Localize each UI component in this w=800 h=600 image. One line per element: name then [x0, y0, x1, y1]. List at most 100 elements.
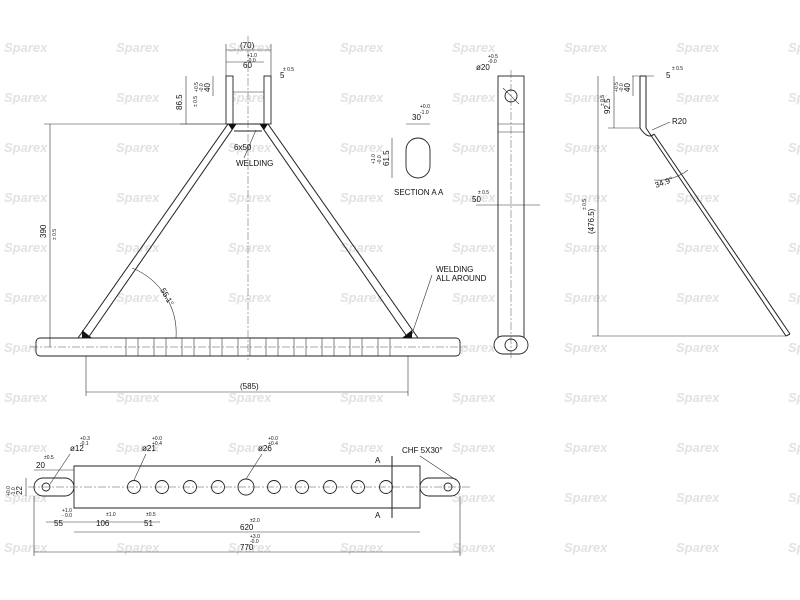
- dim-55-tol-up: +1.0: [62, 508, 72, 514]
- dim-20-tol: ±0.5: [44, 455, 54, 461]
- watermark-text: Sparex: [116, 290, 160, 305]
- profile-angle-arc: [653, 169, 689, 181]
- dia-12-label: ø12: [70, 444, 84, 453]
- watermark-text: Sparex: [564, 190, 608, 205]
- dim-5-label: 5: [280, 71, 285, 80]
- watermark-text: Sparex: [4, 140, 48, 155]
- watermark-text: Sparex: [228, 190, 272, 205]
- chamfer-leader: [419, 455, 457, 481]
- watermark-text: Sparex: [676, 240, 720, 255]
- watermark-text: Sparex: [452, 340, 496, 355]
- watermark-text: Sparex: [116, 90, 160, 105]
- welding-label: WELDING: [236, 159, 273, 168]
- profile-leg-a: [645, 127, 787, 337]
- watermark-text: Sparex: [788, 340, 800, 355]
- dia-21-tol-up: +0.0: [152, 436, 162, 442]
- welding-all-around-1: WELDING: [436, 265, 473, 274]
- watermark-text: Sparex: [564, 240, 608, 255]
- watermark-text: Sparex: [340, 390, 384, 405]
- watermark-text: Sparex: [676, 290, 720, 305]
- section-a-a: 30 +0.0 -1.0 61.5 +1.0 -0.0 SECTION A A: [371, 104, 444, 197]
- watermark-text: Sparex: [788, 390, 800, 405]
- dim-22-label: 22: [15, 486, 24, 495]
- watermark-text: Sparex: [116, 440, 160, 455]
- watermark-text: Sparex: [228, 140, 272, 155]
- dim-50-tol: ± 0.5: [478, 190, 489, 196]
- dim-55-label: 55: [54, 519, 63, 528]
- dia-26-leader: [245, 453, 263, 480]
- bottom-view: ø12 +0.3 -0.1 ø21 +0.0 +0.4 ø26 +0.0 +0.…: [6, 436, 470, 556]
- watermark-text: Sparex: [452, 240, 496, 255]
- watermark-text: Sparex: [4, 240, 48, 255]
- dim-620-tol: ±2.0: [250, 518, 260, 524]
- watermark-text: Sparex: [4, 40, 48, 55]
- watermark-text: Sparex: [564, 540, 608, 555]
- watermark-text: Sparex: [452, 90, 496, 105]
- watermark-text: Sparex: [788, 290, 800, 305]
- watermark-text: Sparex: [4, 190, 48, 205]
- watermark-text: Sparex: [676, 90, 720, 105]
- watermark-text: Sparex: [452, 540, 496, 555]
- profile-dim-40-tol-up: +0.5: [614, 82, 620, 92]
- watermark-text: Sparex: [788, 140, 800, 155]
- profile-radius: R20: [672, 117, 687, 126]
- watermark-text: Sparex: [452, 290, 496, 305]
- watermark-text: Sparex: [4, 290, 48, 305]
- dia-26-tol-dn: +0.4: [268, 441, 278, 447]
- watermark-text: Sparex: [564, 140, 608, 155]
- dia-26-tol-up: +0.0: [268, 436, 278, 442]
- watermark-text: Sparex: [340, 40, 384, 55]
- dim-770-tol-up: +3.0: [250, 534, 260, 540]
- watermark-text: Sparex: [676, 140, 720, 155]
- watermark-text: Sparex: [340, 140, 384, 155]
- dim-60-tol-dn: -0.0: [247, 58, 256, 64]
- dim-60-tol-up: +1.0: [247, 53, 257, 59]
- dia-26-label: ø26: [258, 444, 272, 453]
- watermark-text: Sparex: [4, 390, 48, 405]
- dia-20-label: ø20: [476, 63, 490, 72]
- watermark-text: Sparex: [228, 240, 272, 255]
- watermark-text: Sparex: [452, 440, 496, 455]
- dia-12-tol-dn: -0.1: [80, 441, 89, 447]
- dia-20-tol-up: +0.5: [488, 54, 498, 60]
- profile-dim-5: 5: [666, 71, 671, 80]
- watermark-text: Sparex: [4, 440, 48, 455]
- watermark-text: Sparex: [116, 140, 160, 155]
- dia-21-tol-dn: +0.4: [152, 441, 162, 447]
- dim-620-label: 620: [240, 523, 254, 532]
- watermark-text: Sparex: [452, 40, 496, 55]
- watermark-text: Sparex: [116, 390, 160, 405]
- watermark-text: Sparex: [340, 540, 384, 555]
- watermark-text: Sparex: [340, 290, 384, 305]
- dim-51-tol: ±0.5: [146, 512, 156, 518]
- profile-dim-40: 40: [623, 83, 632, 92]
- watermark-text: Sparex: [788, 190, 800, 205]
- weld-top-left: [228, 124, 236, 130]
- watermark-text: Sparex: [564, 490, 608, 505]
- dim-40-tol-up: +0.5: [194, 82, 200, 92]
- watermark-text: Sparex: [788, 540, 800, 555]
- watermark-text: Sparex: [116, 190, 160, 205]
- profile-length-tol: ± 0.5: [582, 199, 588, 210]
- watermark-text: Sparex: [564, 40, 608, 55]
- watermark-text: Sparex: [564, 90, 608, 105]
- section-profile: [405, 137, 431, 179]
- dim-30-label: 30: [412, 113, 421, 122]
- dim-106-label: 106: [96, 519, 110, 528]
- watermark-text: Sparex: [788, 40, 800, 55]
- watermark-text: Sparex: [676, 540, 720, 555]
- welding-all-around-leader: [411, 274, 433, 335]
- dia-12-leader: [49, 453, 71, 485]
- watermark-text: Sparex: [228, 90, 272, 105]
- profile-leg-b: [653, 133, 791, 335]
- dim-30-tol-up: +0.0: [420, 104, 430, 110]
- watermark-text: Sparex: [228, 390, 272, 405]
- profile-bend-a: [639, 127, 655, 137]
- dim-22-tol-up: +0.0: [6, 486, 12, 496]
- watermark-text: Sparex: [4, 90, 48, 105]
- dim-865-tol: ± 0.5: [193, 96, 199, 107]
- watermark-text: Sparex: [788, 440, 800, 455]
- watermark-text: Sparex: [676, 40, 720, 55]
- watermark-text: Sparex: [116, 240, 160, 255]
- weld-top-right: [260, 124, 268, 130]
